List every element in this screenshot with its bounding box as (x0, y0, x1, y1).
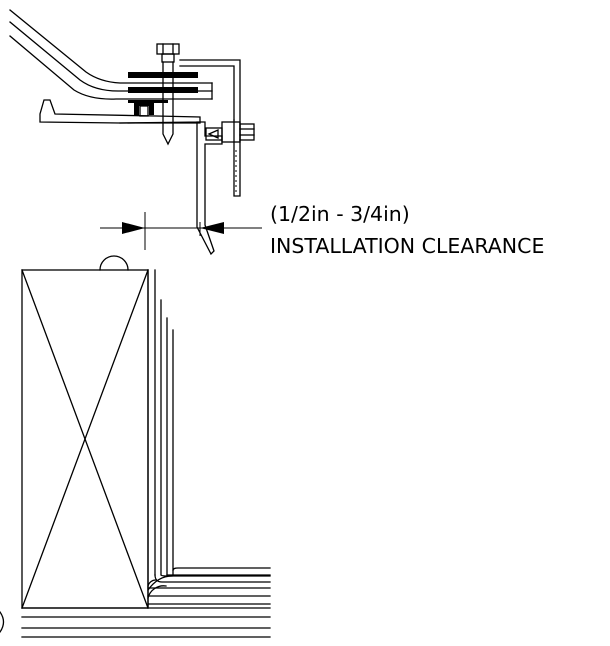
wall-lines (147, 269, 174, 609)
arrow-right-icon (200, 222, 224, 234)
side-bracket (221, 119, 255, 197)
angle-clip (179, 59, 241, 141)
gasket-clamp (134, 100, 154, 117)
crossed-box-unit (21, 255, 149, 609)
drop-plate (196, 121, 223, 256)
sloped-tray (39, 99, 201, 124)
bolt (156, 43, 180, 146)
arrow-left-icon (122, 222, 145, 234)
clearance-label-text: INSTALLATION CLEARANCE (270, 234, 544, 258)
clearance-dimension (100, 212, 262, 250)
base-lines (0, 607, 271, 638)
curved-flashing-lines (9, 9, 213, 100)
clearance-range-text: (1/2in - 3/4in) (270, 202, 410, 226)
corner-flashing (147, 567, 271, 605)
